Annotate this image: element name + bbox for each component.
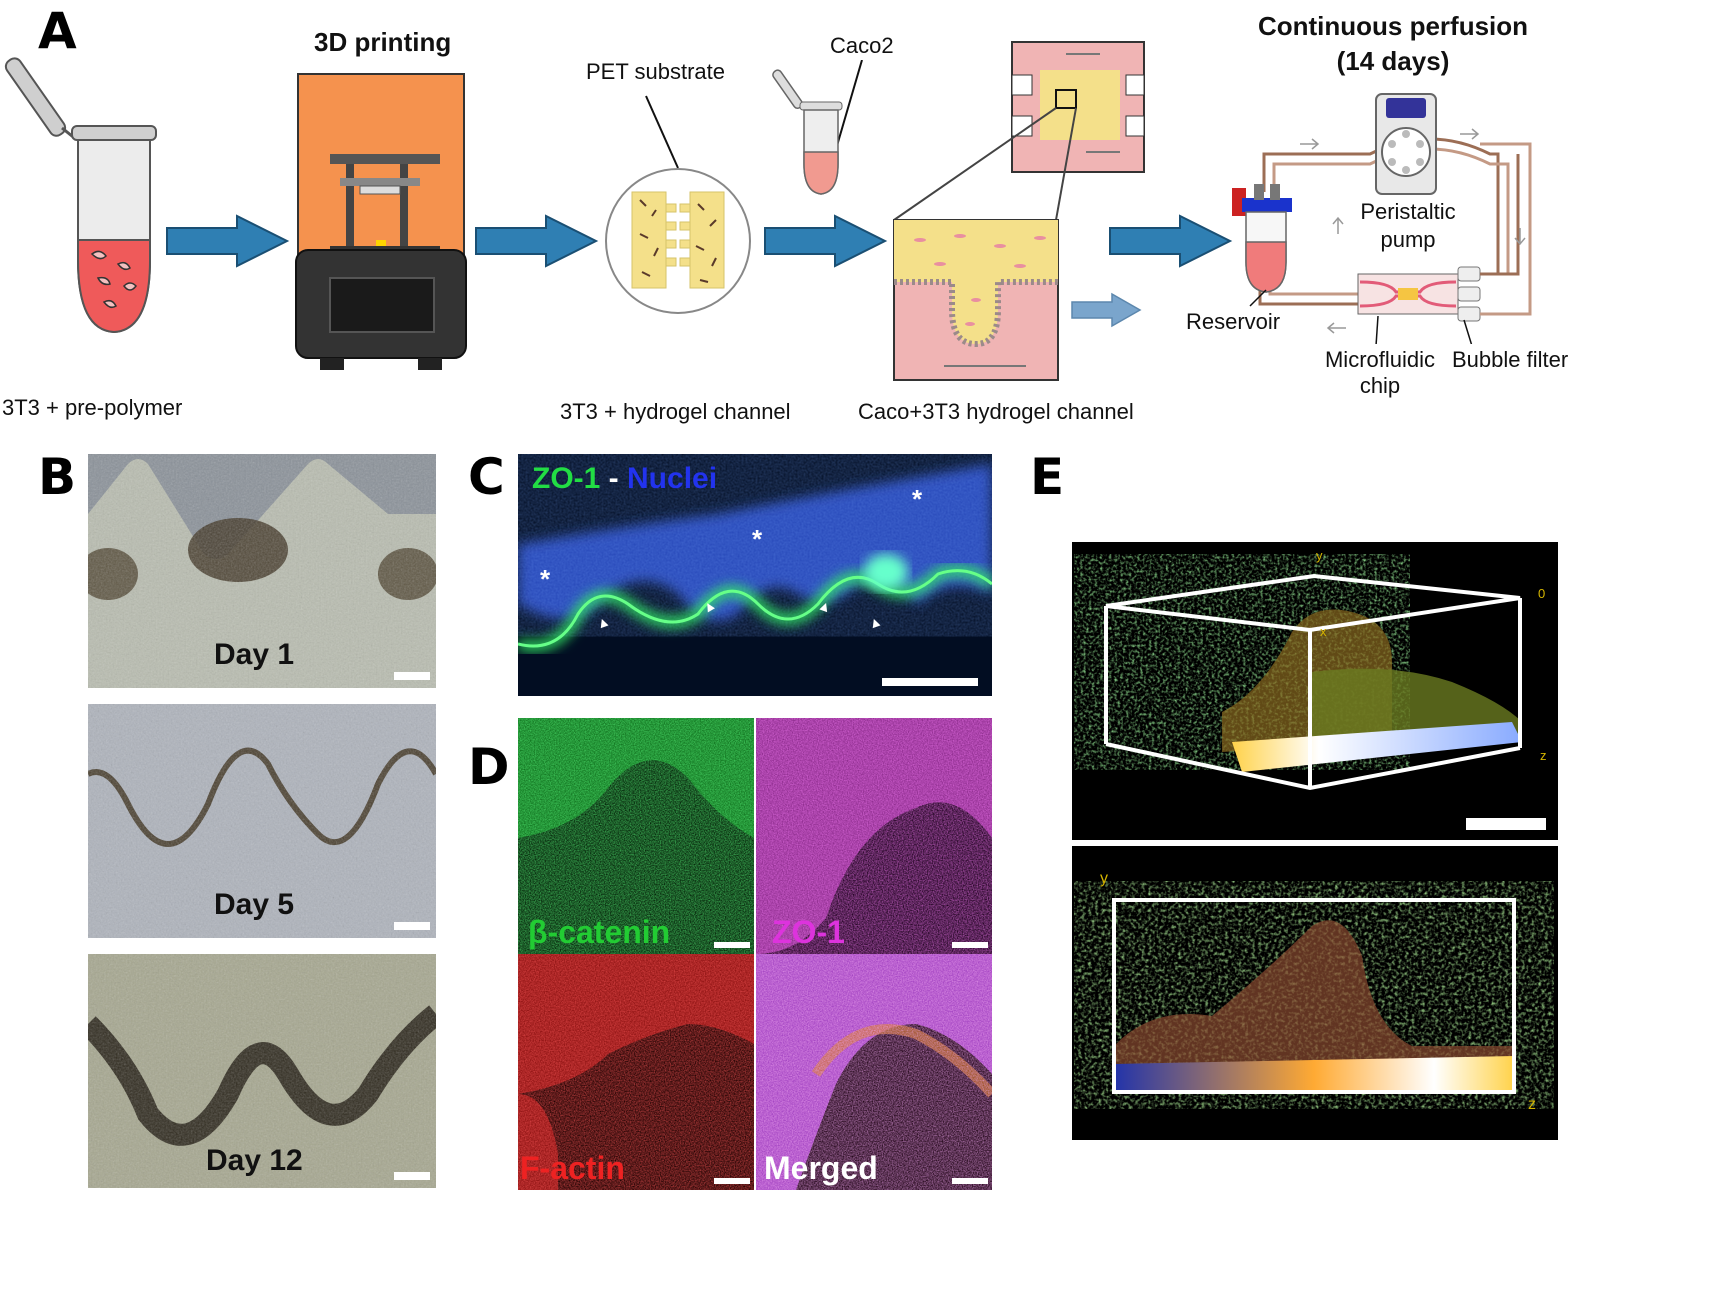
printing-title: 3D printing	[314, 27, 452, 57]
scale-bar-day1	[394, 672, 430, 680]
beta-catenin-texture	[518, 718, 754, 954]
asterisk-marker-1: *	[540, 564, 551, 594]
panel-label-e: E	[1030, 448, 1065, 506]
perfusion-title-line1: Continuous perfusion	[1257, 11, 1529, 41]
asterisk-marker-3: *	[912, 484, 923, 514]
scale-bar-c	[882, 678, 978, 686]
peristaltic-pump-label: Peristaltic pump	[1348, 199, 1468, 253]
micrograph-day5: Day 5	[88, 704, 436, 938]
scale-bar-d4	[952, 1178, 988, 1184]
day5-label: Day 5	[214, 888, 295, 921]
axis-label-z-side: z	[1528, 1096, 1536, 1113]
panel-label-a: A	[38, 2, 77, 60]
reservoir-label: Reservoir	[1186, 309, 1281, 334]
beta-catenin-image: β-catenin	[518, 718, 754, 954]
day12-label: Day 12	[206, 1144, 303, 1177]
scale-bar-d3	[714, 1178, 750, 1184]
chip-line2: chip	[1359, 373, 1401, 399]
stain-f-actin: F-actin	[520, 1150, 625, 1186]
bubble-filter-label: Bubble filter	[1452, 347, 1569, 372]
peristaltic-line2: pump	[1380, 227, 1436, 253]
day1-label: Day 1	[214, 638, 295, 671]
stain-zo1-d: ZO-1	[772, 914, 845, 950]
stain-dash: -	[600, 462, 628, 495]
step1-caption: 3T3 + pre-polymer	[2, 395, 183, 420]
axis-label-0: 0	[1538, 586, 1546, 601]
scale-bar-day5	[394, 922, 430, 930]
panel-label-c: C	[468, 448, 505, 506]
3d-reconstruction-side: y z	[1072, 846, 1558, 1140]
stain-zo1: ZO-1	[532, 462, 601, 495]
zo1-nuclei-texture	[518, 454, 992, 696]
hydrogel-channel-illustration	[893, 41, 1145, 381]
scale-bar-d1	[714, 942, 750, 948]
3d-printer-illustration	[295, 73, 467, 370]
panel-label-d: D	[468, 738, 510, 796]
side-render	[1112, 898, 1516, 1094]
perspective-render	[1102, 572, 1522, 791]
f-actin-texture	[518, 954, 754, 1190]
peristaltic-line1: Peristaltic	[1360, 199, 1456, 224]
axis-label-z-top: z	[1540, 748, 1547, 763]
caco2-tube-illustration	[772, 60, 863, 195]
micrograph-day12: Day 12	[88, 954, 436, 1188]
scale-bar-day12	[394, 1172, 430, 1180]
stain-nuclei: Nuclei	[627, 462, 718, 495]
perfusion-setup-illustration	[1232, 93, 1532, 344]
stain-merged: Merged	[764, 1150, 878, 1186]
zo1-texture	[756, 718, 992, 954]
pet-substrate-label: PET substrate	[586, 59, 725, 84]
caco2-label: Caco2	[830, 33, 894, 58]
axis-label-y-side: y	[1100, 870, 1108, 887]
merged-image: Merged	[756, 954, 992, 1190]
micrograph-day1: Day 1	[88, 454, 436, 688]
3d-reconstruction-perspective: y x 0 z	[1072, 542, 1558, 840]
flow-arrow-2	[475, 214, 599, 268]
scale-bar-d2	[952, 942, 988, 948]
f-actin-image: F-actin	[518, 954, 754, 1190]
axis-label-y-top: y	[1316, 548, 1323, 563]
zo1-nuclei-fluorescence-image: ZO-1 - Nuclei * * * ▲ ▲ ▲ ▲	[518, 454, 992, 696]
perfusion-title: Continuous perfusion (14 days)	[1248, 12, 1538, 75]
day12-texture	[88, 954, 436, 1188]
stain-beta-catenin: β-catenin	[528, 914, 671, 950]
microfluidic-chip-label: Microfluidic chip	[1314, 347, 1446, 399]
chip-line1: Microfluidic	[1324, 347, 1436, 372]
step3-caption: 3T3 + hydrogel channel	[560, 399, 791, 424]
flow-arrow-1	[166, 214, 290, 268]
flow-arrow-small	[1071, 292, 1142, 328]
flow-arrow-3	[764, 214, 888, 268]
perfusion-title-line2: (14 days)	[1336, 45, 1450, 76]
scale-bar-e	[1466, 818, 1546, 830]
axis-label-x: x	[1320, 624, 1327, 639]
zo1-nuclei-title: ZO-1 - Nuclei	[532, 462, 717, 496]
pre-polymer-tube-illustration	[4, 57, 157, 334]
step4-caption: Caco+3T3 hydrogel channel	[858, 399, 1134, 424]
panel-label-b: B	[38, 448, 77, 506]
day1-texture	[88, 454, 436, 688]
day5-texture	[88, 704, 436, 938]
flow-arrow-4	[1109, 214, 1233, 268]
merged-texture	[756, 954, 992, 1190]
zo1-image: ZO-1	[756, 718, 992, 954]
asterisk-marker-2: *	[752, 524, 763, 554]
pet-substrate-illustration	[605, 95, 751, 314]
